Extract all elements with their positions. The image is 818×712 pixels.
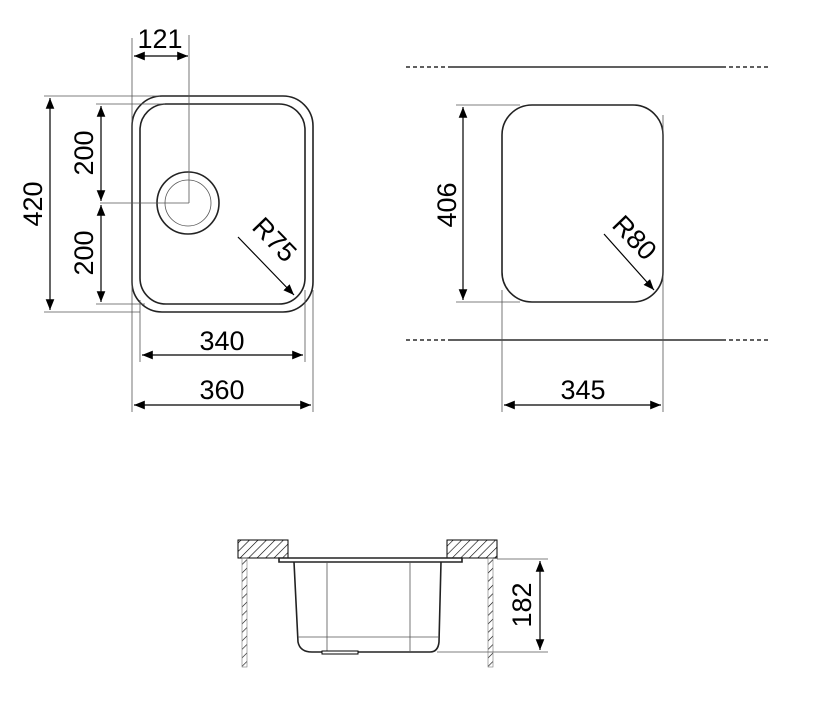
- sink-bowl: [293, 561, 442, 653]
- sink-outer-outline: [131, 95, 314, 313]
- dim-345-label: 345: [560, 375, 605, 405]
- cabinet-wall-left: [241, 557, 248, 668]
- dim-420-label: 420: [18, 181, 48, 226]
- section-view: 182: [237, 539, 548, 668]
- worktop-left: [237, 539, 289, 559]
- dim-r80-line: [603, 233, 655, 291]
- sink-inner-outline: [139, 103, 306, 305]
- top-view: 121 420 200 200 R75 340 360: [18, 24, 314, 412]
- dim-121-label: 121: [137, 24, 182, 54]
- bowl-detail-lines: [298, 562, 439, 652]
- dim-r80-label: R80: [606, 210, 662, 266]
- dim-406-label: 406: [432, 182, 462, 227]
- extension-lines: [456, 104, 664, 412]
- cutout-view: 406 R80 345: [406, 66, 768, 412]
- worktop-dashed-lines: [406, 66, 768, 341]
- dim-360-label: 360: [199, 375, 244, 405]
- sink-rim: [278, 557, 463, 563]
- extension-lines: [437, 558, 548, 653]
- cabinet-wall-right: [487, 557, 494, 668]
- worktop-right: [446, 539, 498, 559]
- dim-r75-line: [237, 236, 295, 296]
- dim-200-lower-label: 200: [69, 230, 99, 275]
- drain-outlet: [321, 650, 359, 655]
- dim-340-label: 340: [199, 326, 244, 356]
- worktop-lines: [451, 66, 722, 341]
- dim-200-upper-label: 200: [69, 130, 99, 175]
- dim-r75-label: R75: [246, 212, 302, 268]
- extension-lines: [44, 35, 314, 412]
- dim-182-label: 182: [507, 582, 537, 627]
